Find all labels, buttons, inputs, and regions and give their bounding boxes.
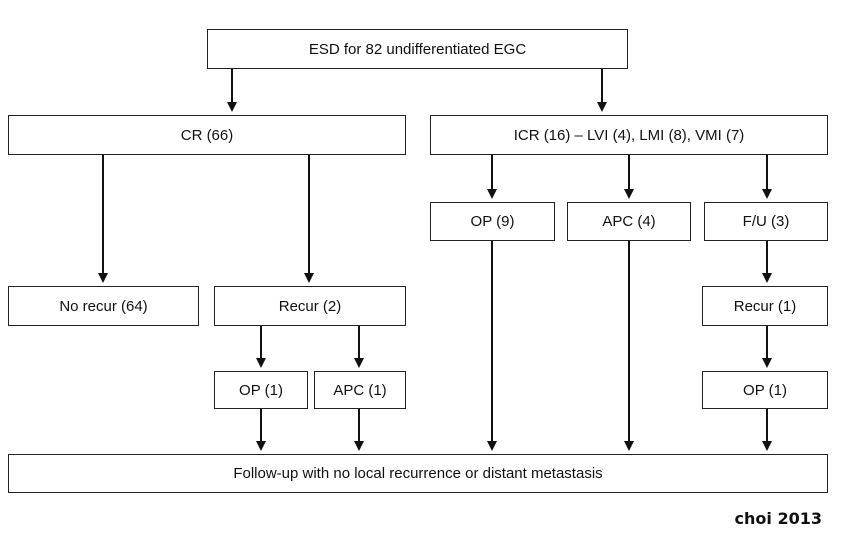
recur-cr-box: Recur (2) [214, 286, 406, 326]
cr-box: CR (66) [8, 115, 406, 155]
follow-up-label: Follow-up with no local recurrence or di… [233, 465, 603, 482]
no-recur-label: No recur (64) [59, 297, 148, 315]
cr-label: CR (66) [180, 126, 234, 144]
recur-cr-label: Recur (2) [278, 297, 342, 315]
fu-icr-box: F/U (3) [704, 202, 828, 241]
icr-label: ICR (16) – LVI (4), LMI (8), VMI (7) [513, 126, 745, 144]
op-recur-box: OP (1) [214, 371, 308, 409]
root-label: ESD for 82 undifferentiated EGC [308, 40, 527, 58]
op-icr-recur-label: OP (1) [743, 381, 787, 399]
recur-icr-label: Recur (1) [733, 297, 797, 315]
recur-icr-box: Recur (1) [702, 286, 828, 326]
apc-icr-label: APC (4) [602, 213, 656, 230]
no-recur-box: No recur (64) [8, 286, 199, 326]
root-box: ESD for 82 undifferentiated EGC [207, 29, 628, 69]
icr-box: ICR (16) – LVI (4), LMI (8), VMI (7) [430, 115, 828, 155]
op-icr-box: OP (9) [430, 202, 555, 241]
op-icr-label: OP (9) [470, 213, 515, 230]
follow-up-box: Follow-up with no local recurrence or di… [8, 454, 828, 493]
op-icr-recur-box: OP (1) [702, 371, 828, 409]
apc-recur-label: APC (1) [333, 381, 387, 399]
op-recur-label: OP (1) [239, 381, 283, 399]
credit-text: choi 2013 [734, 509, 822, 528]
fu-icr-label: F/U (3) [742, 213, 790, 230]
apc-recur-box: APC (1) [314, 371, 406, 409]
apc-icr-box: APC (4) [567, 202, 691, 241]
